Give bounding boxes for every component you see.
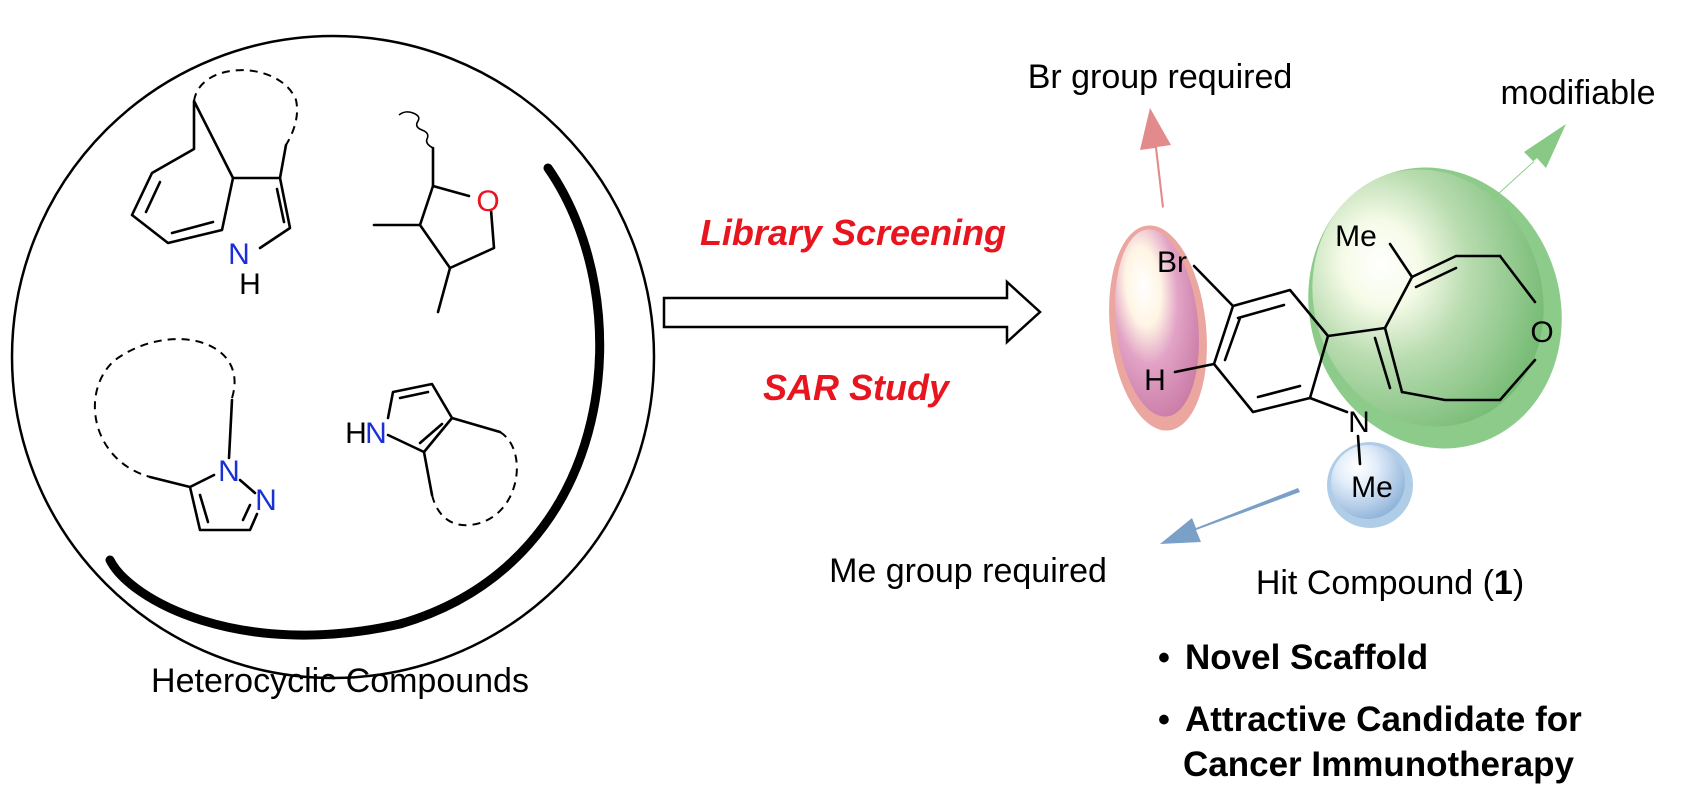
heterocyclic-caption: Heterocyclic Compounds [151,662,529,700]
tetrahydrofuran-structure: O [372,111,500,314]
oxygen-atom: O [1530,316,1553,349]
br-annotation: Br group required [1028,58,1293,96]
sar-study-label: SAR Study [763,367,951,408]
me-arrow-icon [1160,488,1300,544]
modifiable-annotation: modifiable [1501,74,1656,112]
pink-highlight [1109,225,1207,431]
bullet-cancer-immunotherapy: Cancer Immunotherapy [1183,745,1574,784]
bullet-novel-scaffold: Novel Scaffold [1185,638,1428,677]
h-atom: H [1144,364,1166,397]
process-arrow [662,279,1042,345]
hit-compound-label: Hit Compound (1) [1256,564,1524,602]
br-arrow-icon [1140,108,1171,208]
heterocycle-circle [10,34,656,680]
indole-h-atom: H [239,268,261,301]
feature-bullets: • Novel Scaffold • Attractive Candidate … [1158,638,1582,784]
me-top-atom: Me [1335,220,1377,253]
bullet-attractive-candidate: Attractive Candidate for [1185,700,1582,739]
pyrrole-h-atom: H [345,417,367,450]
pyrrole-n-atom: N [365,417,387,450]
hit-compound-structure [1173,242,1537,466]
indole-structure: N H [130,69,298,301]
pyrazole-n1-atom: N [218,455,240,488]
indole-n-atom: N [228,238,250,271]
pyrazole-n2-atom: N [255,484,277,517]
n-methyl-atom: Me [1351,471,1393,504]
pyrazole-structure: N N [93,338,277,532]
bullet-marker: • [1158,701,1170,739]
bullet-marker: • [1158,639,1170,677]
br-atom: Br [1157,246,1187,279]
blue-highlight [1327,442,1413,528]
modifiable-arrow-icon [1490,124,1566,202]
me-annotation: Me group required [829,552,1107,590]
hit-compound-atoms: Br H Me O N Me [1144,220,1554,504]
thf-oxygen-atom: O [476,185,499,218]
library-screening-label: Library Screening [700,212,1006,253]
nitrogen-atom: N [1348,406,1370,439]
pyrrole-structure: H N [345,382,518,527]
green-highlight [1308,167,1562,449]
